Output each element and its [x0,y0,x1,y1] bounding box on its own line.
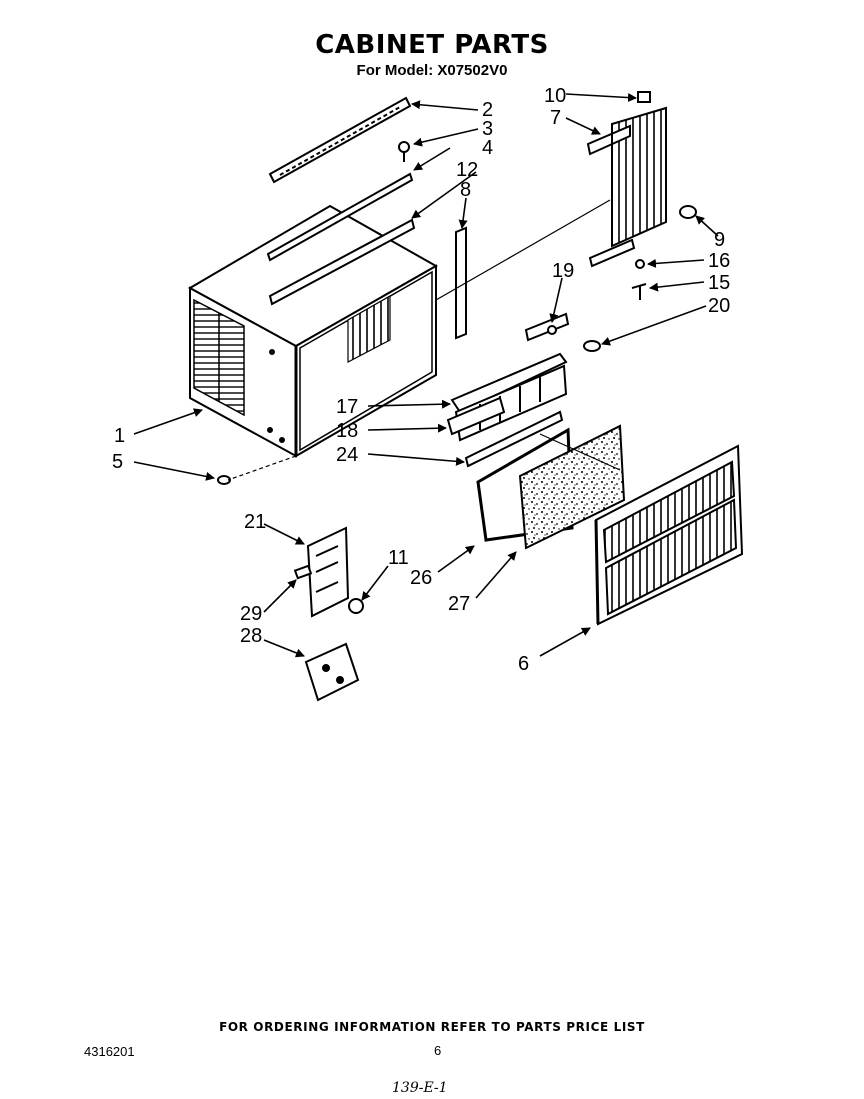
ordering-note: FOR ORDERING INFORMATION REFER TO PARTS … [219,1020,645,1034]
callout-6: 6 [518,653,529,675]
callout-16: 16 [708,250,730,272]
bar-part-24 [464,410,564,468]
document-number: 4316201 [84,1044,135,1059]
callout-11: 11 [388,547,409,569]
callout-3: 3 [482,118,493,140]
callout-9: 9 [714,229,725,251]
rear-grille-part-7 [586,106,667,268]
clip-part-15 [631,283,647,300]
callout-26: 26 [410,567,432,589]
pin-part-20 [583,340,601,352]
callout-2: 2 [482,99,493,121]
callout-4: 4 [482,137,493,159]
callout-21: 21 [244,511,266,533]
filter-part-27 [518,424,626,550]
bracket-part-28 [304,642,360,702]
handwritten-code: 139-E-1 [392,1080,448,1096]
knob-part-11 [348,598,364,614]
exploded-parts-diagram: 2 3 4 12 8 10 7 9 16 15 20 19 17 18 24 1… [112,85,744,702]
callout-27: 27 [448,593,470,615]
screw-part-16 [635,259,645,269]
screw-part-3 [398,141,410,162]
callout-7: 7 [550,107,561,129]
louver-assembly [446,312,570,442]
callout-28: 28 [240,625,262,647]
front-panel-part-6 [594,444,744,626]
vertical-bracket-part-8 [455,226,467,340]
screw-part-5 [217,475,231,485]
filter-frame-part-26 [476,427,574,542]
callout-17: 17 [336,396,358,418]
page-title: CABINET PARTS [315,30,549,60]
control-plate-part-21 [306,526,350,618]
callout-12: 12 [456,159,478,181]
callout-18: 18 [336,420,358,442]
alignment-lines [227,199,621,481]
callout-15: 15 [708,272,730,294]
leader-lines [133,93,719,658]
callout-10: 10 [544,85,566,107]
spring-part-29 [293,564,313,580]
callout-19: 19 [552,260,574,282]
page-number: 6 [434,1043,442,1058]
top-rail [268,96,412,184]
top-strip-part-4 [266,172,414,262]
callout-24: 24 [336,444,358,466]
callout-5: 5 [112,451,123,473]
bolt-part-10 [637,91,651,103]
callout-20: 20 [708,295,730,317]
callout-29: 29 [240,603,262,625]
callout-1: 1 [114,425,125,447]
seal-strip-part-12 [268,218,416,306]
model-subtitle: For Model: X07502V0 [356,62,508,79]
callout-8: 8 [460,179,471,201]
cabinet-shell [187,204,439,458]
knob-part-9 [679,205,697,219]
